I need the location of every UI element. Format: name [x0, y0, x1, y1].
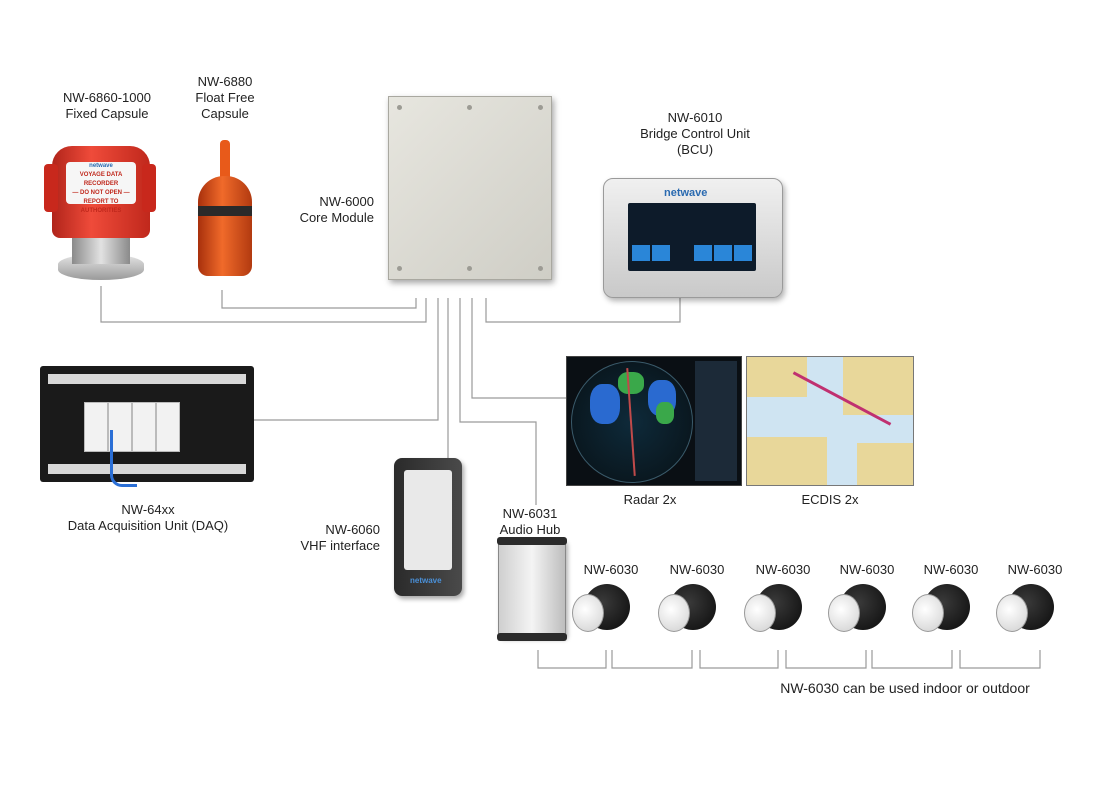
speaker-label-6: NW-6030	[1007, 562, 1063, 577]
ecdis-screen-image	[746, 356, 914, 486]
bcu-brand-logo: netwave	[664, 187, 708, 199]
speaker-2-image	[658, 582, 720, 638]
speaker-6-image	[996, 582, 1058, 638]
speaker-label-4: NW-6030	[839, 562, 895, 577]
radar-screen-image	[566, 356, 742, 486]
speaker-label-2: NW-6030	[669, 562, 725, 577]
capsule-warning-label: netwave VOYAGE DATA RECORDER — DO NOT OP…	[66, 162, 136, 214]
speaker-4-image	[828, 582, 890, 638]
wire-radar	[471, 298, 566, 399]
vhf-label: NW-6060 VHF interface	[300, 522, 380, 553]
audio-hub-label: NW-6031 Audio Hub	[499, 506, 561, 537]
speaker-3-image	[744, 582, 806, 638]
bcu-label: NW-6010 Bridge Control Unit (BCU)	[640, 110, 750, 157]
float-capsule-label: NW-6880 Float Free Capsule	[195, 74, 255, 121]
fixed-capsule-label: NW-6860-1000 Fixed Capsule	[63, 90, 151, 121]
wire-audio-hub	[459, 298, 537, 505]
core-module-label: NW-6000 Core Module	[299, 194, 374, 225]
wire-daq	[254, 298, 439, 421]
wire-fixed-capsule	[100, 286, 427, 323]
vhf-brand-logo: netwave	[410, 576, 442, 585]
wire-speakers	[537, 650, 1041, 669]
vhf-interface-image: netwave	[394, 458, 462, 596]
speaker-label-3: NW-6030	[755, 562, 811, 577]
ecdis-label: ECDIS 2x	[801, 492, 859, 507]
bcu-screen	[628, 203, 756, 271]
speaker-5-image	[912, 582, 974, 638]
bcu-image: netwave	[603, 178, 783, 298]
radar-label: Radar 2x	[623, 492, 677, 507]
daq-image	[40, 366, 254, 487]
core-module-image	[388, 96, 552, 280]
speaker-1-image	[572, 582, 634, 638]
fixed-capsule-image: netwave VOYAGE DATA RECORDER — DO NOT OP…	[44, 136, 156, 286]
float-free-capsule-image	[190, 140, 260, 280]
wire-float-capsule	[221, 290, 417, 309]
speaker-label-5: NW-6030	[923, 562, 979, 577]
speaker-label-1: NW-6030	[583, 562, 639, 577]
wire-bcu	[485, 296, 681, 323]
daq-label: NW-64xx Data Acquisition Unit (DAQ)	[67, 502, 229, 533]
speaker-note: NW-6030 can be used indoor or outdoor	[780, 680, 1030, 696]
audio-hub-image	[497, 537, 567, 641]
